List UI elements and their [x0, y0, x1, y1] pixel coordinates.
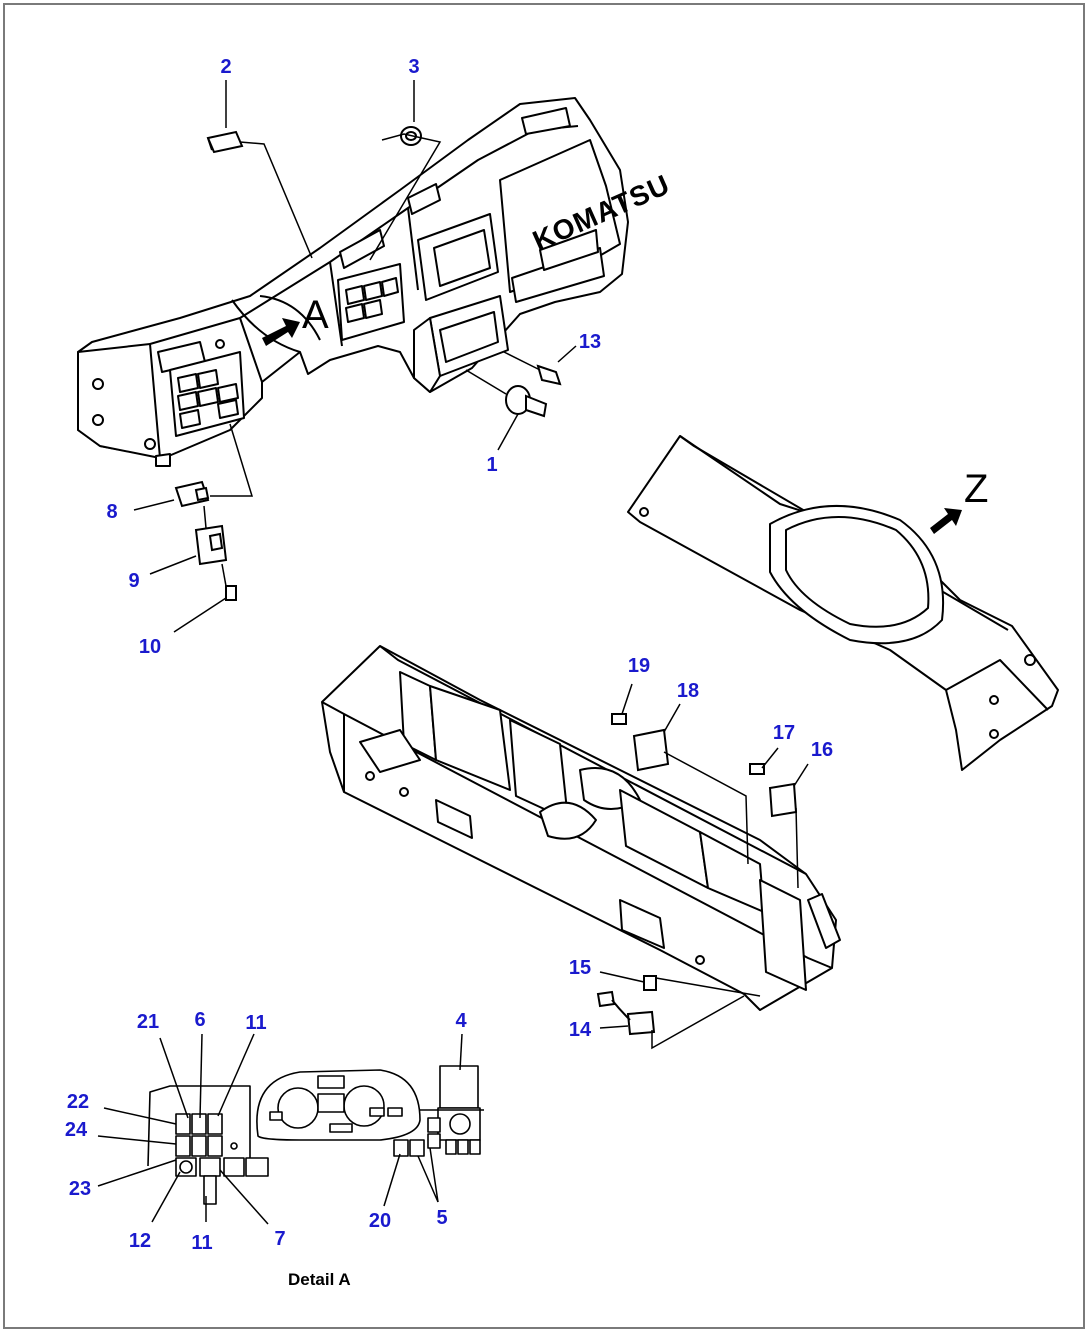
- leader-lines: [97, 80, 809, 1225]
- callout-15: 15: [569, 957, 591, 979]
- drawing-frame: [3, 3, 1085, 1329]
- part-9-bracket: [194, 524, 228, 566]
- part-10-bolt: [225, 585, 237, 601]
- callout-1: 1: [486, 454, 497, 476]
- callout-6: 6: [194, 1009, 205, 1031]
- callout-24: 24: [65, 1119, 88, 1141]
- dashboard-cover: [77, 97, 629, 467]
- callout-12: 12: [129, 1230, 151, 1252]
- view-a-arrow: [262, 318, 300, 346]
- callout-23: 23: [69, 1178, 91, 1200]
- part-1-key-switch: [505, 385, 548, 418]
- callout-22: 22: [67, 1091, 89, 1113]
- callout-2: 2: [220, 56, 231, 78]
- part-16-relay: [768, 782, 798, 818]
- callout-3: 3: [408, 56, 419, 78]
- callout-18: 18: [677, 680, 699, 702]
- part-2-switch: [206, 130, 244, 154]
- part-14-connector: [596, 990, 656, 1036]
- callout-numbers: 2 3 13 1 8 9 10 19 18 17 16 15 14 21 6 1…: [65, 56, 833, 1254]
- detail-a-caption: Detail A: [288, 1270, 351, 1289]
- callout-13: 13: [579, 331, 601, 353]
- part-8-switch: [174, 480, 210, 508]
- view-a-letter: A: [302, 293, 329, 337]
- callout-20: 20: [369, 1210, 391, 1232]
- part-18-relay: [632, 728, 670, 772]
- part-13-sensor: [536, 364, 562, 386]
- callout-16: 16: [811, 739, 833, 761]
- dashboard-frame: [321, 645, 841, 1011]
- z-cover: [627, 435, 1059, 771]
- part-15-bolt: [643, 975, 657, 991]
- part-17-bolt: [749, 763, 765, 775]
- callout-8: 8: [106, 501, 117, 523]
- callout-21: 21: [137, 1011, 159, 1033]
- callout-19: 19: [628, 655, 650, 677]
- callout-10: 10: [139, 636, 161, 658]
- callout-17: 17: [773, 722, 795, 744]
- view-z-arrow: [930, 508, 962, 534]
- part-19-bolt: [611, 713, 627, 725]
- callout-14: 14: [569, 1019, 592, 1041]
- callout-11-top: 11: [245, 1012, 266, 1034]
- callout-9: 9: [128, 570, 139, 592]
- callout-4: 4: [455, 1010, 467, 1032]
- view-z-letter: Z: [964, 467, 988, 511]
- callout-7: 7: [274, 1228, 285, 1250]
- callout-11-bottom: 11: [191, 1232, 212, 1254]
- detail-a-panel: [147, 1065, 484, 1205]
- callout-5: 5: [436, 1207, 447, 1229]
